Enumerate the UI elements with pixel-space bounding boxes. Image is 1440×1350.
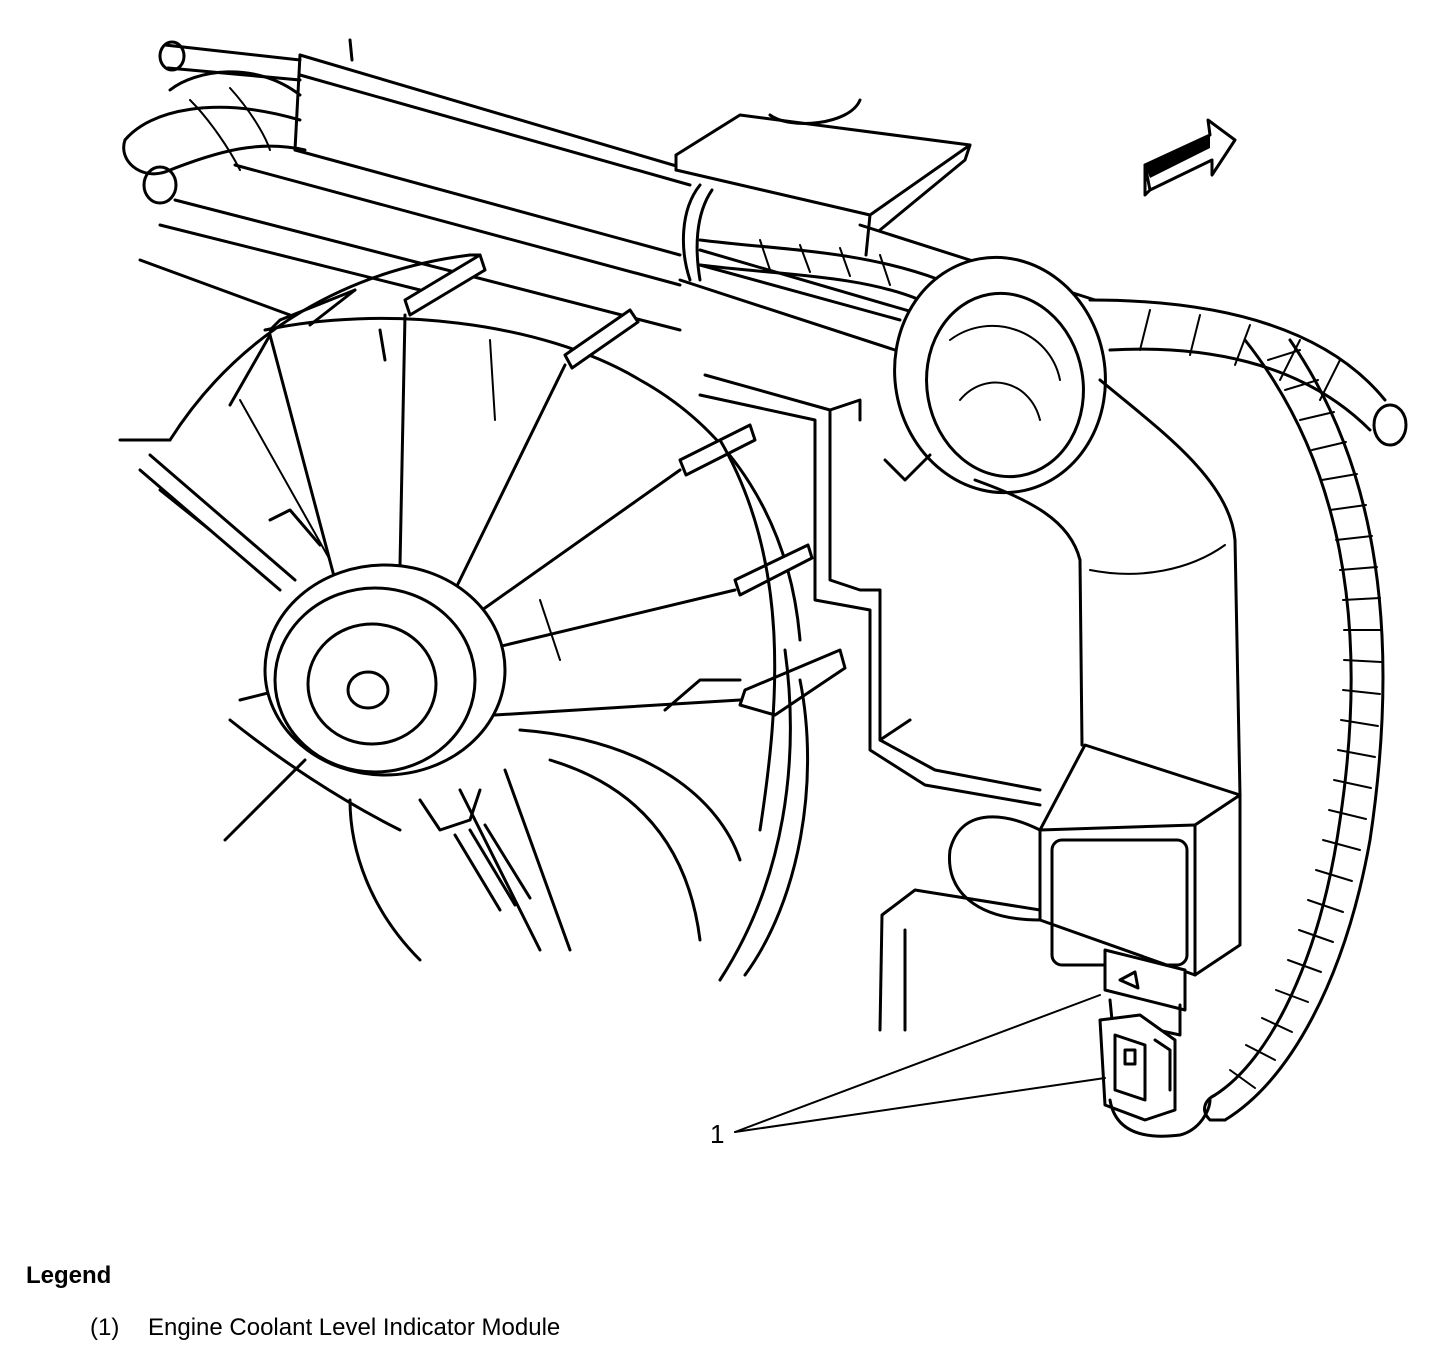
coolant-module-illustration [118,38,1408,1138]
module-connector [1098,1013,1212,1138]
reservoir-body [973,378,1242,797]
legend-item: (1) Engine Coolant Level Indicator Module [90,1314,560,1342]
cooling-fan [118,253,847,982]
wiring-loom [1203,338,1385,1122]
fan-motor-hub [263,563,532,912]
direction-arrow-icon [1143,118,1237,197]
legend-item-label: Engine Coolant Level Indicator Module [148,1314,561,1341]
fan-shroud [698,373,1042,1032]
coolant-level-module [1038,743,1242,1037]
radiator-upper-hose [122,40,307,205]
reservoir-neck [883,255,1107,495]
wiring-harness-top [698,238,1408,447]
legend-title: Legend [26,1262,112,1289]
callout-leaders [734,994,1106,1133]
callout-number: 1 [710,1119,725,1149]
legend-item-number: (1) [90,1314,120,1341]
